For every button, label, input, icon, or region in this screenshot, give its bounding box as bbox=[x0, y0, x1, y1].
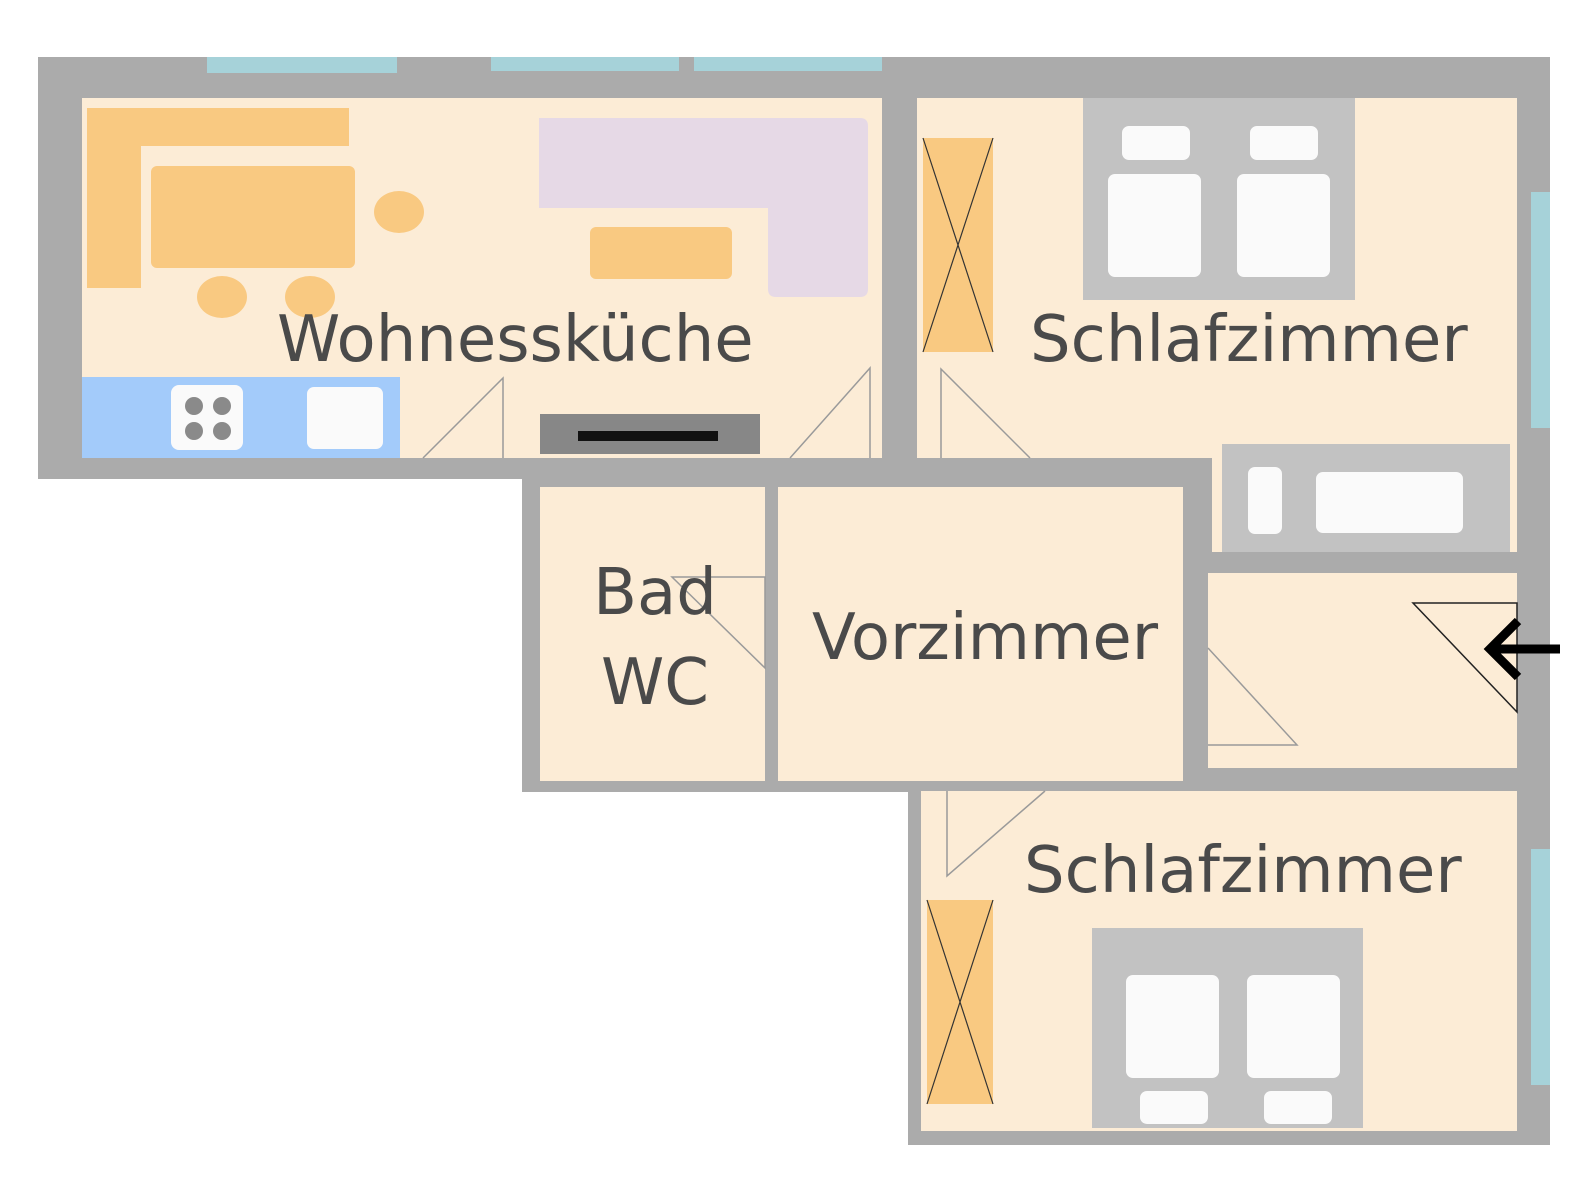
wohnkueche-furniture bbox=[82, 108, 868, 458]
cooktop bbox=[171, 385, 243, 450]
wardrobe-bottom-cross bbox=[926, 899, 994, 1105]
dining-table bbox=[151, 166, 355, 268]
mattress-bottom-right bbox=[1247, 975, 1340, 1078]
mattress-top-left bbox=[1108, 174, 1201, 277]
tv bbox=[578, 431, 718, 441]
wardrobe-top-cross bbox=[922, 137, 994, 353]
chair-right bbox=[374, 191, 424, 233]
sink bbox=[307, 387, 383, 449]
arrow-left-icon bbox=[1483, 617, 1560, 681]
door-vorzimmer-entry bbox=[1207, 647, 1299, 746]
door-schlafzimmer-bottom bbox=[946, 790, 1046, 878]
stove-burners-icon bbox=[185, 397, 231, 440]
door-bad bbox=[670, 576, 766, 670]
window-top-2 bbox=[491, 57, 679, 71]
mattress-top-right bbox=[1237, 174, 1330, 277]
window-right-1 bbox=[1531, 192, 1550, 428]
pillow-bottom-right bbox=[1264, 1091, 1332, 1124]
label-bad: Bad bbox=[593, 556, 717, 630]
schlafzimmer-bottom-furniture bbox=[926, 899, 1363, 1128]
door-entrance bbox=[1411, 602, 1518, 714]
door-schlafzimmer-top bbox=[940, 367, 1031, 459]
floor-entry bbox=[1208, 573, 1517, 768]
chair-bottom-right bbox=[285, 276, 335, 318]
window-top-3 bbox=[694, 57, 882, 71]
windows bbox=[207, 57, 1550, 1085]
chair-bottom-left bbox=[197, 276, 247, 318]
window-right-2 bbox=[1531, 849, 1550, 1085]
door-swings bbox=[422, 366, 1518, 878]
mattress-bottom-left bbox=[1126, 975, 1219, 1078]
bench-side bbox=[87, 108, 141, 288]
pillow-top-left bbox=[1122, 126, 1190, 160]
door-kitchen-right bbox=[789, 366, 871, 459]
pillow-top-right bbox=[1250, 126, 1318, 160]
pillow-bottom-left bbox=[1140, 1091, 1208, 1124]
desk-item-small bbox=[1248, 467, 1282, 534]
floor-vorzimmer bbox=[778, 487, 1183, 781]
label-schlafzimmer-bottom: Schlafzimmer bbox=[1024, 834, 1462, 908]
schlafzimmer-top-furniture bbox=[922, 98, 1510, 552]
coffee-table bbox=[590, 227, 732, 279]
floor-bad bbox=[540, 487, 765, 781]
label-vorzimmer: Vorzimmer bbox=[812, 601, 1159, 675]
window-top-1 bbox=[207, 57, 397, 73]
label-wohnkueche: Wohnessküche bbox=[277, 303, 754, 377]
desk-item-large bbox=[1316, 472, 1463, 533]
sofa bbox=[539, 118, 868, 297]
label-wc: WC bbox=[601, 646, 709, 720]
label-schlafzimmer-top: Schlafzimmer bbox=[1030, 303, 1468, 377]
door-kitchen-left bbox=[422, 376, 504, 459]
room-labels: Wohnessküche Schlafzimmer Bad WC Vorzimm… bbox=[277, 303, 1468, 908]
